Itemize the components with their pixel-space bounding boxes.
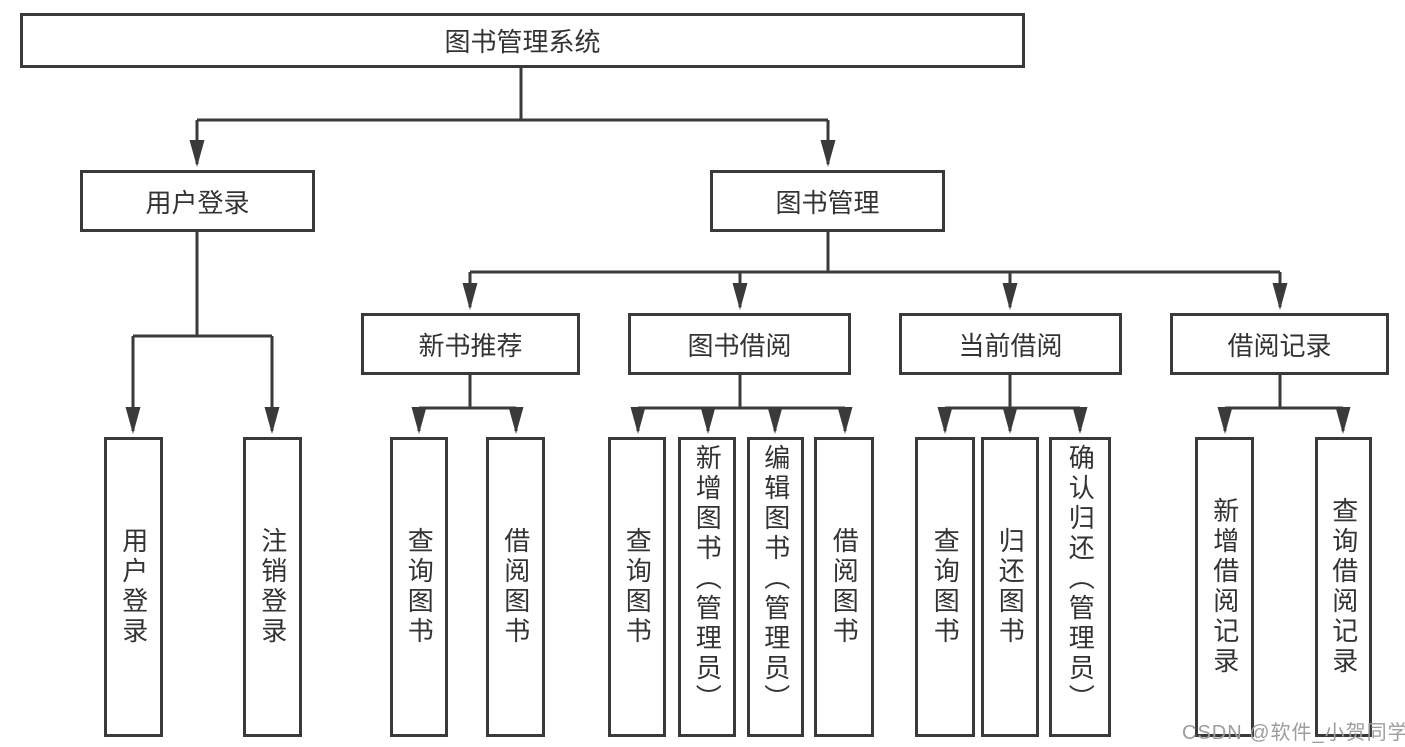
leaf-query-books-2: 查询图书: [608, 437, 666, 737]
leaf-borrow-books-1: 借阅图书: [486, 437, 545, 737]
node-borrow-records: 借阅记录: [1170, 313, 1389, 375]
leaf-return-books: 归还图书: [981, 437, 1039, 737]
node-book-management-label: 图书管理: [775, 187, 880, 218]
leaf-query-books-3-label: 查询图书: [930, 527, 961, 647]
node-new-book-recommend-label: 新书推荐: [418, 330, 523, 361]
leaf-add-book-admin-label: 新增图书（管理员）: [692, 444, 723, 714]
leaf-query-borrow-record: 查询借阅记录: [1315, 437, 1372, 737]
leaf-query-books-1: 查询图书: [390, 437, 448, 737]
leaf-add-borrow-record-label: 新增借阅记录: [1209, 497, 1240, 677]
leaf-logout-label: 注销登录: [257, 527, 288, 647]
leaf-borrow-books-1-label: 借阅图书: [500, 527, 531, 647]
node-book-management: 图书管理: [710, 170, 945, 232]
leaf-add-borrow-record: 新增借阅记录: [1195, 437, 1254, 737]
node-user-login: 用户登录: [80, 170, 315, 232]
node-current-borrow-label: 当前借阅: [958, 330, 1063, 361]
node-root-label: 图书管理系统: [444, 27, 601, 57]
leaf-confirm-return-admin: 确认归还（管理员）: [1049, 437, 1111, 737]
leaf-query-borrow-record-label: 查询借阅记录: [1328, 497, 1359, 677]
leaf-edit-book-admin-label: 编辑图书（管理员）: [760, 444, 791, 714]
node-book-borrow: 图书借阅: [628, 313, 851, 375]
leaf-query-books-1-label: 查询图书: [404, 527, 435, 647]
node-borrow-records-label: 借阅记录: [1227, 330, 1332, 361]
leaf-edit-book-admin: 编辑图书（管理员）: [747, 437, 804, 737]
leaf-add-book-admin: 新增图书（管理员）: [678, 437, 736, 737]
leaf-user-login-label: 用户登录: [118, 527, 149, 647]
node-current-borrow: 当前借阅: [899, 313, 1122, 375]
leaf-logout: 注销登录: [243, 437, 302, 737]
node-user-login-label: 用户登录: [145, 187, 250, 218]
node-root: 图书管理系统: [20, 13, 1025, 68]
node-book-borrow-label: 图书借阅: [687, 330, 792, 361]
leaf-query-books-3: 查询图书: [915, 437, 975, 737]
leaf-borrow-books-2-label: 借阅图书: [829, 527, 860, 647]
csdn-watermark: CSDN @软件_小贺同学: [1182, 722, 1405, 744]
node-new-book-recommend: 新书推荐: [361, 313, 580, 375]
leaf-user-login: 用户登录: [104, 437, 163, 737]
leaf-borrow-books-2: 借阅图书: [814, 437, 874, 737]
leaf-return-books-label: 归还图书: [995, 527, 1026, 647]
leaf-query-books-2-label: 查询图书: [622, 527, 653, 647]
leaf-confirm-return-admin-label: 确认归还（管理员）: [1065, 444, 1096, 714]
